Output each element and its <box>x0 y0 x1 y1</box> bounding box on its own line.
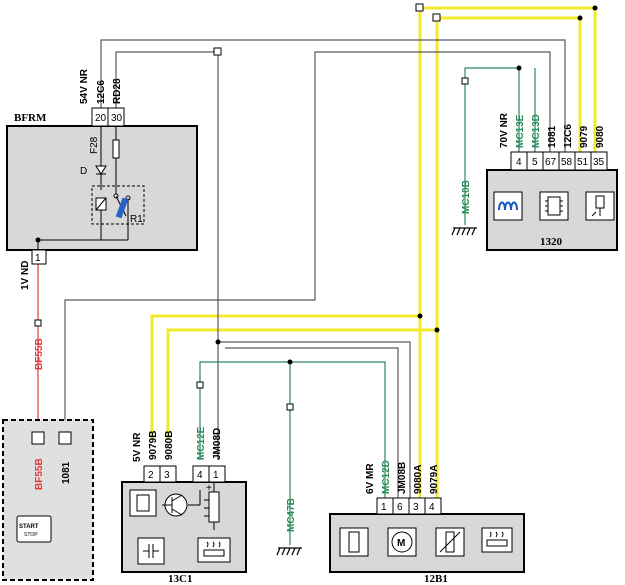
bfrm-pin-30: 30 <box>111 113 123 124</box>
bfrm-internal-circuit <box>37 126 145 250</box>
wire-9080 <box>435 16 582 498</box>
start-stop-module: BF55B BF55B 1081 START STOP <box>2 338 94 581</box>
wire-label-9079: 9079 <box>579 125 590 148</box>
wire-1081 <box>64 51 551 440</box>
start-label: START <box>19 524 39 530</box>
svg-text:M: M <box>397 538 405 549</box>
wire-label-12c6-b: 12C6 <box>563 124 574 148</box>
pin-51: 51 <box>577 157 589 168</box>
wire-9080b <box>166 328 437 440</box>
wire-nodes <box>415 3 598 333</box>
module-12b1-connector-label: 6V MR <box>365 463 376 494</box>
wire-label-mc13d: MC13D <box>531 114 542 148</box>
wire-label-mc47b: MC47B <box>286 498 297 532</box>
pin-3c: 3 <box>413 502 419 513</box>
wire-label-rd28: RD28 <box>112 78 123 104</box>
module-1320: 1320 4 5 67 58 51 35 70V NR MC13E MC13D … <box>461 112 618 251</box>
wire-label-9080b: 9080B <box>164 431 175 460</box>
module-1320-connector-label: 70V NR <box>499 112 510 148</box>
pin-3: 3 <box>164 470 170 481</box>
relay-label: R1 <box>130 214 143 225</box>
wire-label-jm08d: JM08D <box>212 428 223 460</box>
heater-icon <box>197 537 231 563</box>
capacitor-icon <box>137 537 165 565</box>
transistor-icon <box>162 490 201 517</box>
gray-wires <box>64 39 566 498</box>
wire-label-9079a: 9079A <box>429 465 440 494</box>
wire-label-mc13e: MC13E <box>515 114 526 148</box>
wire-label-9080: 9080 <box>595 125 606 148</box>
wire-label-mc12e: MC12E <box>196 426 207 460</box>
wire-mc12e <box>199 361 386 498</box>
ground-icons <box>276 227 477 556</box>
svg-text:+: + <box>206 483 212 494</box>
stop-label: STOP <box>24 532 38 538</box>
pin-4: 4 <box>516 157 522 168</box>
heater-icon-2 <box>481 527 513 553</box>
wire-label-9080a: 9080A <box>413 465 424 494</box>
pin-1b: 1 <box>213 470 219 481</box>
green-nodes <box>196 65 522 411</box>
module-13c1-connector-label: 5V NR <box>132 432 143 462</box>
chip-icon <box>129 489 157 517</box>
wire-jm08b <box>225 347 399 498</box>
wire-label-12c6: 12C6 <box>96 80 107 104</box>
pin-2: 2 <box>148 470 154 481</box>
pin-6c: 6 <box>397 502 403 513</box>
fuse-label: F28 <box>89 136 100 154</box>
pin-35: 35 <box>593 157 605 168</box>
wire-label-jm08b: JM08B <box>397 462 408 494</box>
pin-67: 67 <box>545 157 557 168</box>
module-1320-connector <box>510 151 608 171</box>
pin-4b: 4 <box>197 470 203 481</box>
wire-label-mc12d: MC12D <box>381 460 392 494</box>
module-13c1: 13C1 2 3 4 1 5V NR 9079B 9080B MC12E JM0… <box>121 426 247 585</box>
bfrm-title: BFRM <box>14 112 47 124</box>
ground-icon <box>451 227 477 236</box>
pin-5: 5 <box>532 157 538 168</box>
wire-9079b <box>150 314 420 440</box>
bfrm-module: BFRM 20 30 54V NR 12C6 RD28 <box>6 68 198 290</box>
wire-12c6 <box>100 39 566 152</box>
pin-58: 58 <box>561 157 573 168</box>
motor-icon: M <box>387 527 417 557</box>
module-12b1: 12B1 1 6 3 4 6V MR MC12D JM08B 9080A 907… <box>329 460 525 585</box>
wire-label-9079b: 9079B <box>148 431 159 460</box>
ground-icon <box>276 547 302 556</box>
gray-nodes <box>213 47 222 345</box>
wire-label-1081: 1081 <box>547 125 558 148</box>
glow-coil-icon <box>493 191 523 221</box>
module-1320-title: 1320 <box>540 236 563 248</box>
pin-1c: 1 <box>381 502 387 513</box>
wire-mc13e <box>464 67 520 225</box>
wire-label-1081-b: 1081 <box>61 461 72 484</box>
variable-resistor-icon <box>435 527 465 557</box>
bfrm-bottom-connector-label: 1V ND <box>20 261 31 290</box>
module-12b1-title: 12B1 <box>424 573 448 585</box>
module-13c1-title: 13C1 <box>168 573 192 585</box>
relay-switch-icon <box>115 197 129 219</box>
resistor-icon: + <box>204 482 220 530</box>
bfrm-pin-1: 1 <box>35 253 41 264</box>
injector-icon <box>585 191 615 221</box>
diode-label: D <box>80 166 87 177</box>
wire-label-bf55b-inside: BF55B <box>34 458 45 490</box>
wire-label-mc10b: MC10B <box>461 180 472 214</box>
bfrm-connector-label: 54V NR <box>79 68 90 104</box>
ecu-chip-icon <box>539 191 569 221</box>
bfrm-pin-20: 20 <box>95 113 107 124</box>
wire-jm08d <box>218 341 411 498</box>
wire-label-bf55b: BF55B <box>34 338 45 370</box>
start-stop-button[interactable]: START STOP <box>16 515 52 543</box>
sensor-icon <box>339 527 369 557</box>
wire-9079 <box>418 6 597 498</box>
pin-4c: 4 <box>429 502 435 513</box>
